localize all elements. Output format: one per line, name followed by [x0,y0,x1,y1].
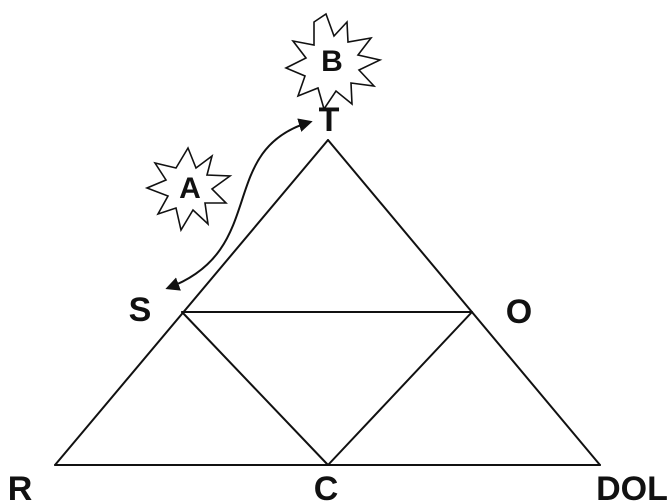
vertex-label-t: T [319,101,340,139]
vertex-label-r: R [8,470,33,504]
vertex-label-s: S [129,291,152,329]
burst-b-icon [284,12,383,111]
vertex-label-o: O [506,293,532,331]
burst-a-icon [144,146,233,233]
edge-o-c [327,311,473,466]
burst-a-label: A [179,172,201,205]
vertex-label-dol: DOL [596,470,668,504]
burst-b-label: B [321,45,343,78]
s-t-double-arrow [165,118,313,291]
edge-t-dol [327,139,601,466]
edge-s-c [181,311,329,466]
vertex-label-c: C [314,470,339,504]
